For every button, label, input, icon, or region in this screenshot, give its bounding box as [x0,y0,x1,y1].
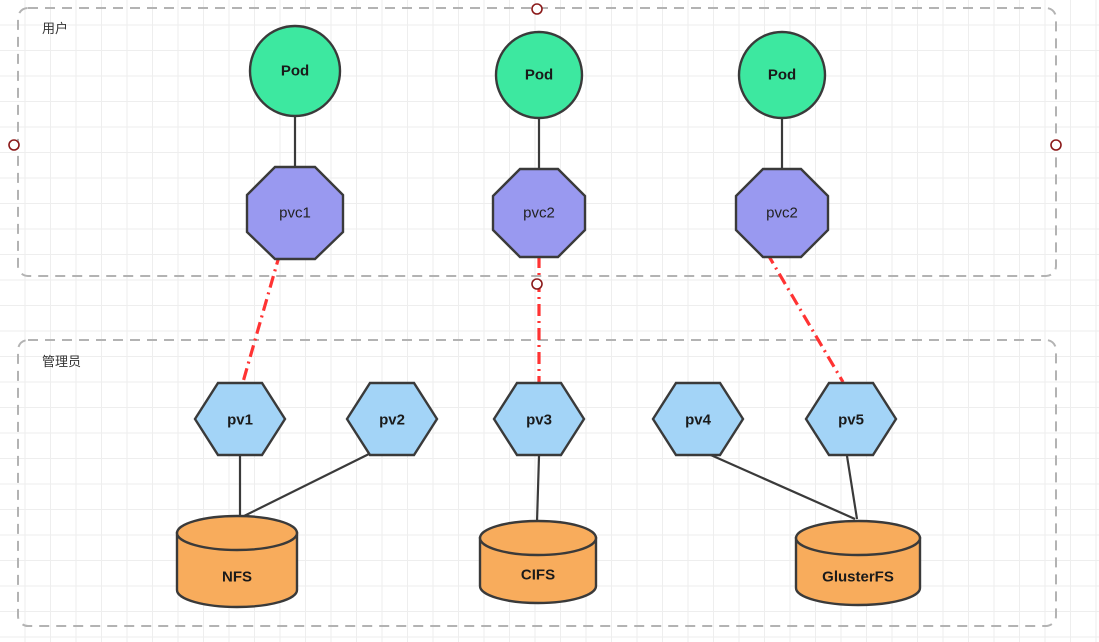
pod-label: Pod [281,63,309,80]
group-admin-border[interactable] [17,339,1057,627]
pod-node-1[interactable]: Pod [248,24,342,118]
pvc-node-2[interactable]: pvc2 [491,167,587,259]
pvc-shape[interactable] [491,167,587,259]
pvc-label: pvc2 [523,205,555,222]
pv-node-4[interactable]: pv4 [651,381,745,457]
pv-label: pv5 [838,412,864,429]
storage-label: GlusterFS [822,569,894,586]
pv-label: pv2 [379,412,405,429]
group-admin[interactable]: 管理员 [17,339,1057,627]
edges-solid-layer [238,116,859,523]
pv-shape[interactable] [651,381,745,457]
pod-shape[interactable] [248,24,342,118]
pv-node-5[interactable]: pv5 [804,381,898,457]
storage-body[interactable] [794,536,922,607]
pod-node-3[interactable]: Pod [737,30,827,120]
group-admin-label: 管理员 [42,354,81,369]
pv-shape[interactable] [492,381,586,457]
handle-left-icon[interactable] [8,139,20,151]
pv-shape[interactable] [804,381,898,457]
pv-label: pv3 [526,412,552,429]
pod-node-2[interactable]: Pod [494,30,584,120]
pv-shape[interactable] [193,381,287,457]
storage-body[interactable] [478,536,598,605]
pv-label: pv1 [227,412,253,429]
storage-node-cifs[interactable]: CIFS [478,519,598,605]
pv-node-1[interactable]: pv1 [193,381,287,457]
edge-pv2-nfs [239,451,374,519]
pod-shape[interactable] [494,30,584,120]
pod-label: Pod [768,67,796,84]
storage-body[interactable] [175,531,299,609]
edges-relation-layer [241,252,845,383]
storage-top[interactable] [175,514,299,552]
pvc-shape[interactable] [245,165,345,261]
edge-pv4-gluster [703,450,856,521]
storage-top[interactable] [478,519,598,557]
pvc-label: pvc2 [766,205,798,222]
handle-top-icon[interactable] [531,3,543,15]
edge-pv5-gluster [845,455,859,520]
pvc-node-1[interactable]: pvc1 [245,165,345,261]
group-user-label: 用户 [42,21,68,36]
pv-label: pv4 [685,412,712,429]
pvc-shape[interactable] [734,167,830,259]
storage-label: NFS [222,569,252,586]
storage-node-glusterfs[interactable]: GlusterFS [794,519,922,607]
edge-pv3-cifs [535,455,541,523]
pv-shape[interactable] [345,381,439,457]
pod-shape[interactable] [737,30,827,120]
storage-node-nfs[interactable]: NFS [175,514,299,609]
selection-handles[interactable] [8,3,1062,290]
rel-pvc3-pv5 [765,252,845,383]
pv-node-2[interactable]: pv2 [345,381,439,457]
handle-bottom-icon[interactable] [531,278,543,290]
pvc-node-3[interactable]: pvc2 [734,167,830,259]
handle-right-icon[interactable] [1050,139,1062,151]
rel-pvc1-pv1 [241,252,282,383]
pod-label: Pod [525,67,553,84]
storage-label: CIFS [521,567,555,584]
storage-top[interactable] [794,519,922,557]
pvc-label: pvc1 [279,205,311,222]
pv-node-3[interactable]: pv3 [492,381,586,457]
